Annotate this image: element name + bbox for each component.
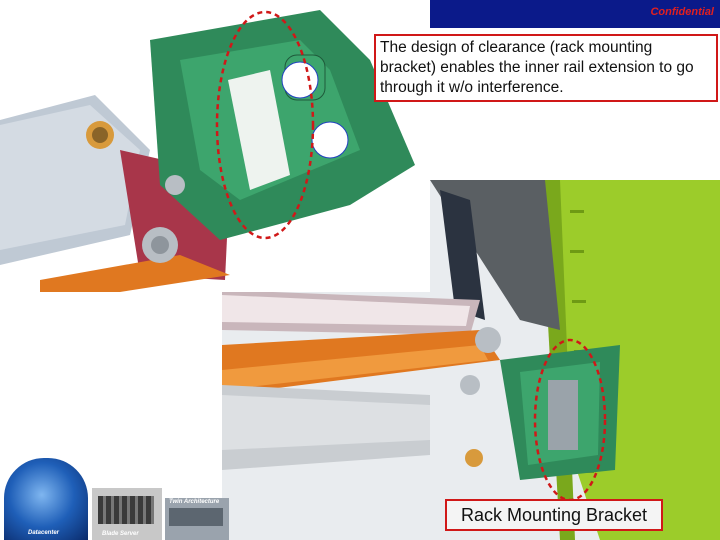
twin-architecture-label: Twin Architecture	[169, 499, 220, 505]
twin-architecture-thumbnail: Twin Architecture	[165, 498, 229, 540]
thumbnail-strip: Datacenter Blade Server Twin Architectur…	[0, 458, 232, 540]
blade-server-label: Blade Server	[102, 531, 139, 537]
datacenter-label: Datacenter	[28, 530, 60, 536]
blade-server-thumbnail: Blade Server	[92, 488, 162, 540]
datacenter-thumbnail: Datacenter	[4, 458, 88, 540]
bracket-caption: Rack Mounting Bracket	[445, 499, 663, 531]
callout-box: The design of clearance (rack mounting b…	[374, 34, 718, 102]
confidential-label: Confidential	[650, 6, 714, 18]
confidential-banner: Confidential	[430, 0, 720, 28]
